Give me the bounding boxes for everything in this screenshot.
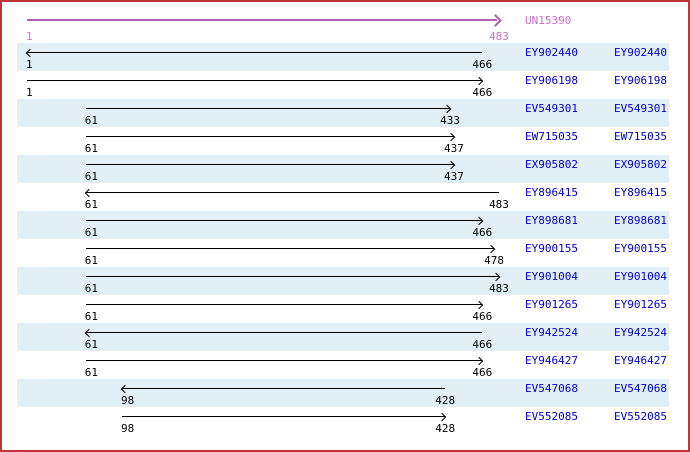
alignment-arrow (85, 276, 499, 277)
alignment-row: 61 437 EW715035 EW715035 (2, 127, 688, 155)
alignment-arrow (85, 360, 483, 361)
alignment-start-coord: 61 (84, 366, 98, 379)
reference-arrowhead-icon (489, 14, 502, 27)
accession-label[interactable]: EY901265 (525, 298, 578, 311)
row-shade-band (17, 323, 669, 351)
accession-label-secondary[interactable]: EY896415 (614, 186, 667, 199)
alignment-row: 61 483 EY896415 EY896415 (2, 183, 688, 211)
accession-label-secondary[interactable]: EY906198 (614, 74, 667, 87)
row-shade-band (17, 267, 669, 295)
accession-label-secondary[interactable]: EV547068 (614, 382, 667, 395)
accession-label[interactable]: EY901004 (525, 270, 578, 283)
accession-label-secondary[interactable]: EY902440 (614, 46, 667, 59)
accession-label-secondary[interactable]: EV552085 (614, 410, 667, 423)
accession-label-secondary[interactable]: EY942524 (614, 326, 667, 339)
alignment-end-coord: 483 (489, 282, 509, 295)
alignment-row: 61 466 EY901265 EY901265 (2, 295, 688, 323)
alignment-start-coord: 61 (84, 310, 98, 323)
alignment-start-coord: 61 (84, 198, 98, 211)
alignment-start-coord: 61 (84, 338, 98, 351)
alignment-end-coord: 466 (472, 366, 493, 379)
alignment-arrow (27, 80, 483, 81)
accession-label[interactable]: EY898681 (525, 214, 578, 227)
alignment-end-coord: 466 (472, 338, 493, 351)
alignment-arrow (121, 416, 446, 417)
accession-label-secondary[interactable]: EW715035 (614, 130, 667, 143)
alignment-end-coord: 466 (472, 226, 493, 239)
accession-label[interactable]: EY902440 (525, 46, 578, 59)
alignment-arrow (85, 220, 483, 221)
alignment-row: 1 466 EY902440 EY902440 (2, 43, 688, 71)
accession-label[interactable]: EY900155 (525, 242, 578, 255)
row-shade-band (17, 379, 669, 407)
alignment-end-coord: 433 (440, 114, 460, 127)
accession-label-secondary[interactable]: EY946427 (614, 354, 667, 367)
accession-label[interactable]: EV547068 (525, 382, 578, 395)
accession-label[interactable]: EX905802 (525, 158, 578, 171)
alignment-end-coord: 466 (472, 86, 493, 99)
reference-row: 1 483 UN15390 (2, 2, 688, 43)
alignment-start-coord: 61 (84, 226, 98, 239)
alignment-start-coord: 98 (120, 394, 135, 407)
alignment-start-coord: 61 (84, 114, 98, 127)
alignment-row: 61 433 EV549301 EV549301 (2, 99, 688, 127)
alignment-arrow (85, 304, 483, 305)
reference-label[interactable]: UN15390 (525, 14, 572, 27)
reference-start-coord: 1 (26, 30, 33, 43)
accession-label-secondary[interactable]: EY901004 (614, 270, 667, 283)
alignment-arrow (121, 388, 446, 389)
alignment-arrow (85, 108, 451, 109)
accession-label[interactable]: EY942524 (525, 326, 578, 339)
alignment-arrow (27, 52, 483, 53)
alignment-start-coord: 61 (84, 142, 98, 155)
alignment-arrow (85, 164, 454, 165)
alignment-end-coord: 466 (472, 310, 493, 323)
alignment-start-coord: 98 (120, 422, 135, 435)
alignment-end-coord: 437 (444, 170, 464, 183)
alignment-end-coord: 466 (472, 58, 493, 71)
alignment-row: 61 466 EY942524 EY942524 (2, 323, 688, 351)
alignment-arrow (85, 248, 495, 249)
accession-label-secondary[interactable]: EY901265 (614, 298, 667, 311)
accession-label[interactable]: EY906198 (525, 74, 578, 87)
accession-label-secondary[interactable]: EY900155 (614, 242, 667, 255)
alignment-end-coord: 437 (444, 142, 464, 155)
alignment-row: 1 466 EY906198 EY906198 (2, 71, 688, 99)
alignment-row: 61 483 EY901004 EY901004 (2, 267, 688, 295)
alignment-arrow (85, 136, 454, 137)
alignment-row: 61 437 EX905802 EX905802 (2, 155, 688, 183)
alignment-start-coord: 1 (26, 86, 33, 99)
accession-label[interactable]: EV549301 (525, 102, 578, 115)
alignment-row: 98 428 EV547068 EV547068 (2, 379, 688, 407)
alignment-start-coord: 61 (84, 282, 98, 295)
alignment-end-coord: 428 (435, 394, 456, 407)
reference-arrow (27, 19, 497, 21)
alignment-end-coord: 428 (435, 422, 456, 435)
alignment-row: 61 478 EY900155 EY900155 (2, 239, 688, 267)
alignment-row: 98 428 EV552085 EV552085 (2, 407, 688, 435)
alignment-start-coord: 61 (84, 254, 98, 267)
alignment-start-coord: 61 (84, 170, 98, 183)
accession-label[interactable]: EW715035 (525, 130, 578, 143)
alignment-start-coord: 1 (26, 58, 33, 71)
row-shade-band (17, 43, 669, 71)
row-shade-band (17, 99, 669, 127)
row-shade-band (17, 211, 669, 239)
accession-label[interactable]: EV552085 (525, 410, 578, 423)
accession-label-secondary[interactable]: EX905802 (614, 158, 667, 171)
alignment-arrow (85, 192, 499, 193)
alignment-end-coord: 483 (489, 198, 509, 211)
reference-end-coord: 483 (489, 30, 509, 43)
alignment-row: 61 466 EY898681 EY898681 (2, 211, 688, 239)
alignment-arrow (85, 332, 483, 333)
alignment-row: 61 466 EY946427 EY946427 (2, 351, 688, 379)
row-shade-band (17, 155, 669, 183)
alignment-end-coord: 478 (484, 254, 505, 267)
accession-label-secondary[interactable]: EV549301 (614, 102, 667, 115)
accession-label-secondary[interactable]: EY898681 (614, 214, 667, 227)
accession-label[interactable]: EY946427 (525, 354, 578, 367)
accession-label[interactable]: EY896415 (525, 186, 578, 199)
